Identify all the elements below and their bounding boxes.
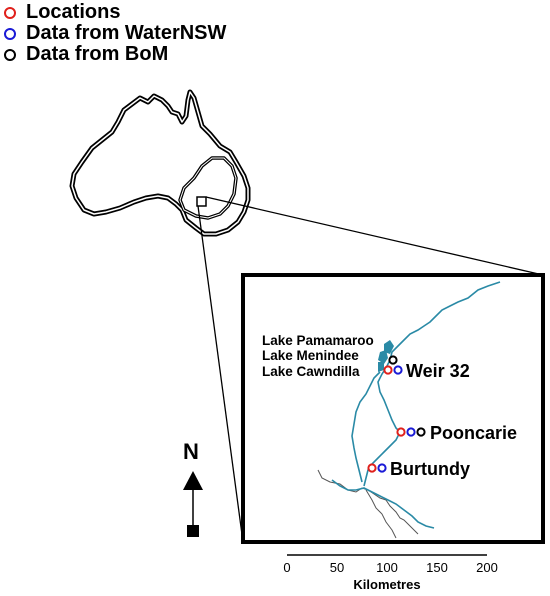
scale-tick-label: 50 [330,560,344,575]
legend-item-locations: Locations [4,2,226,23]
scale-tick-label: 200 [476,560,498,575]
legend: Locations Data from WaterNSW Data from B… [4,2,226,65]
lake-label: Lake Cawndilla [262,364,360,379]
location-marker-weir32 [383,365,393,375]
study-area-box [196,196,207,207]
lake-menindee [378,350,388,364]
blue-circle-marker [4,27,16,40]
waternsw-marker-weir32 [393,365,403,375]
site-label: Weir 32 [406,361,470,381]
waternsw-marker-burtundy [377,463,387,473]
connector-line [197,205,244,543]
murray-river [331,479,435,529]
lake-label: Lake Menindee [262,348,359,363]
scale-tick-label: 0 [283,560,290,575]
black-circle-marker [4,48,16,61]
north-label: N [183,439,199,464]
legend-item-bom: Data from BoM [4,44,226,65]
red-circle-marker [4,6,16,19]
scale-tick-label: 100 [376,560,398,575]
boundary-line [317,469,419,535]
legend-label: Locations [26,1,121,23]
north-arrow-base [187,525,199,537]
basin-outline-inner [179,157,237,219]
legend-label: Data from BoM [26,43,169,65]
waternsw-marker-pooncarie [406,427,416,437]
location-marker-burtundy [367,463,377,473]
bom-marker-weir32 [388,355,398,365]
scale-unit-label: Kilometres [353,577,420,592]
australia-outline-inner [71,91,249,235]
north-arrow-icon [183,471,203,490]
lake-pamamaroo [384,340,394,354]
anabranch [351,371,381,483]
site-label: Burtundy [390,459,470,479]
scale-tick-label: 150 [426,560,448,575]
lake-cawndilla [378,362,384,372]
lake-label: Lake Pamamaroo [262,333,374,348]
location-marker-pooncarie [396,427,406,437]
bom-marker-pooncarie [416,427,426,437]
legend-label: Data from WaterNSW [26,22,227,44]
inset-frame [241,273,545,544]
site-label: Pooncarie [430,423,517,443]
connector-line [205,196,544,276]
boundary-line [365,489,397,539]
basin-outline [178,156,238,220]
legend-item-waternsw: Data from WaterNSW [4,23,226,44]
